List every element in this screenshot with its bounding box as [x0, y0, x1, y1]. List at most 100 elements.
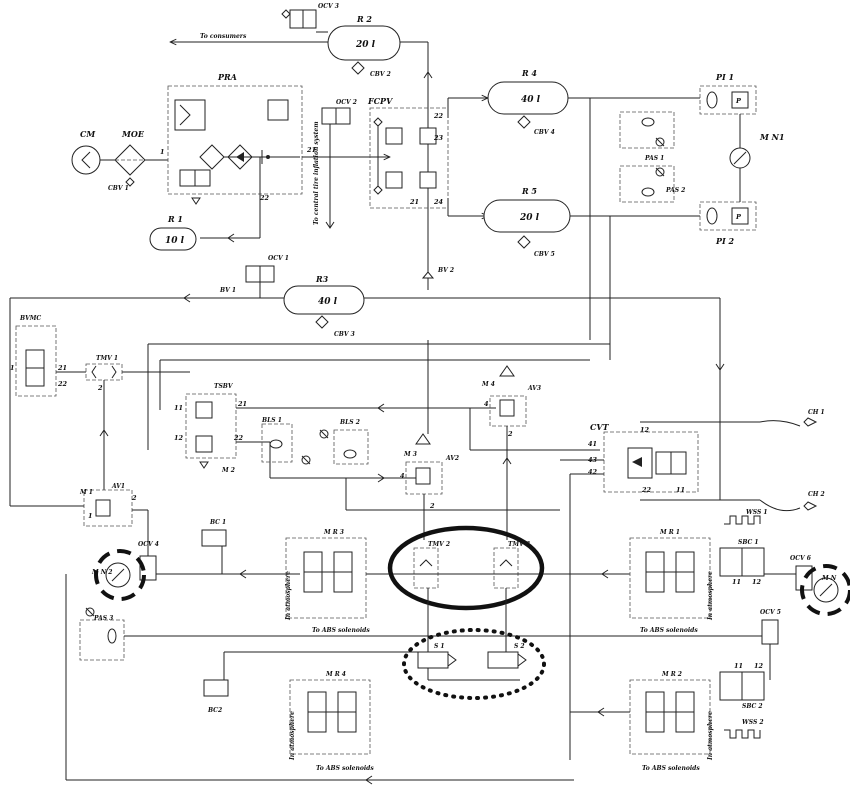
port-label: 12: [174, 434, 184, 442]
ocv1-label: OCV 1: [268, 255, 289, 262]
pressure-regulator-pra: PRA 22: [167, 72, 303, 205]
tank-r1: 10 l R 1: [149, 214, 197, 251]
tank-r2-label: R 2: [356, 14, 372, 24]
pi2-label: PI 2: [715, 236, 735, 246]
port-label: 2: [131, 494, 137, 502]
mn3-label: M N: [821, 575, 837, 582]
brake-chamber-bc1: BC 1: [201, 519, 227, 547]
in-atmosphere-label: In atmosphere: [285, 571, 292, 621]
highlight-tmv: [387, 525, 545, 611]
port-label: 21: [237, 400, 247, 408]
pra-label: PRA: [217, 72, 237, 82]
mr3-label: M R 3: [323, 529, 344, 536]
modulator-mr4: M R 4 In atmosphere To ABS solenoids: [289, 671, 374, 772]
manometer-mn3: M N: [800, 564, 850, 616]
port-label: 1: [160, 148, 165, 156]
port-label: 11: [732, 578, 741, 586]
to-abs-label: To ABS solenoids: [316, 765, 374, 772]
bls2-label: BLS 2: [339, 419, 360, 426]
valve-av3: M 4 AV3 4 2: [481, 365, 541, 438]
port-label: 24: [433, 198, 444, 206]
tank-r3: 40 l R3 CBV 3: [283, 274, 365, 338]
tank-r1-volume: 10 l: [165, 236, 185, 246]
wheel-speed-sensor-wss1: WSS 1: [724, 509, 768, 525]
valve-bvmc: BVMC 1 21 22: [10, 315, 68, 397]
tank-r3-volume: 40 l: [318, 297, 338, 307]
bc1-label: BC 1: [209, 519, 226, 526]
m1-label: M 1: [79, 489, 93, 496]
filter-moe: MOE CBV 1: [108, 129, 146, 192]
mn2-label: M N 2: [91, 569, 112, 576]
valve-av2: M 3 AV2 4 2: [400, 433, 459, 510]
solenoid-s2: S 2: [487, 643, 527, 669]
valve-ocv1: OCV 1: [245, 255, 289, 283]
port-label: 12: [640, 426, 650, 434]
port-label: 2: [97, 384, 103, 392]
bv2-label: BV 2: [437, 267, 454, 274]
port-label: 22: [259, 194, 270, 202]
manometer-mn2: M N 2: [91, 549, 146, 601]
port-label: 11: [676, 486, 685, 494]
sbc1-label: SBC 1: [738, 539, 759, 546]
pressure-indicator-pi2: P PI 2: [699, 201, 757, 246]
bc2-label: BC2: [207, 707, 222, 714]
pressure-indicator-pi1: P PI 1: [699, 72, 757, 115]
bvmc-label: BVMC: [19, 315, 41, 322]
compressor-cm: CM: [71, 129, 101, 175]
solenoid-s1: S 1: [417, 643, 457, 669]
tank-r3-label: R3: [315, 274, 329, 284]
port-label: 22: [433, 112, 444, 120]
pressure-switch-pas3: PAS 3: [79, 607, 125, 661]
pas1-label: PAS 1: [644, 155, 664, 162]
ocv3-label: OCV 3: [318, 3, 339, 10]
ocv4-label: OCV 4: [138, 541, 159, 548]
valve-tsbv: TSBV 11 12 21 22 M 2: [174, 383, 247, 474]
valve-tmv2: TMV 2: [413, 541, 450, 589]
tank-r5: 20 l R 5 CBV 5: [483, 186, 571, 258]
in-atmosphere-label: In atmosphere: [707, 711, 714, 761]
ocv6-label: OCV 6: [790, 555, 812, 562]
port-label: 11: [734, 662, 743, 670]
port-label: 1: [10, 364, 15, 372]
port-label: 12: [752, 578, 762, 586]
port-label: 42: [588, 468, 598, 476]
av1-label: AV1: [111, 483, 125, 490]
tank-r4-label: R 4: [521, 68, 537, 78]
tmv2-label: TMV 2: [428, 541, 450, 548]
pas2-label: PAS 2: [665, 187, 685, 194]
mr1-label: M R 1: [659, 529, 680, 536]
sbc2-label: SBC 2: [742, 703, 763, 710]
s1-label: S 1: [434, 643, 445, 650]
ocv5-label: OCV 5: [760, 609, 781, 616]
ch1-label: CH 1: [808, 409, 825, 416]
ocv2-label: OCV 2: [336, 99, 357, 106]
port-label: 4: [400, 472, 405, 480]
valve-cvt: CVT 41 43 42 12 22 11: [588, 422, 699, 494]
bv1-label: BV 1: [219, 287, 236, 294]
in-atmosphere-label: In atmosphere: [289, 711, 296, 761]
wss2-label: WSS 2: [742, 719, 764, 726]
fcpv-label: FCPV: [367, 96, 393, 106]
tank-r2-volume: 20 l: [355, 40, 376, 50]
moe-label: MOE: [121, 129, 145, 139]
valve-ocv3: OCV 3: [281, 3, 339, 29]
to-abs-label: To ABS solenoids: [640, 627, 698, 634]
cm-label: CM: [80, 129, 96, 139]
port-label: 21: [409, 198, 419, 206]
port-label: 4: [484, 400, 489, 408]
pas3-label: PAS 3: [93, 615, 113, 622]
port-label: 11: [174, 404, 183, 412]
port-label: 21: [306, 146, 316, 154]
tank-r5-label: R 5: [521, 186, 537, 196]
highlight-solenoids: [402, 628, 546, 700]
pressure-switch-pas2: PAS 2: [619, 165, 685, 203]
valve-ocv4: OCV 4: [138, 541, 159, 581]
port-label: 2: [507, 430, 513, 438]
valve-ocv2: OCV 2: [321, 99, 357, 125]
port-label: 22: [641, 486, 652, 494]
to-consumers-label: To consumers: [200, 33, 247, 40]
to-abs-label: To ABS solenoids: [312, 627, 370, 634]
mr2-label: M R 2: [661, 671, 682, 678]
